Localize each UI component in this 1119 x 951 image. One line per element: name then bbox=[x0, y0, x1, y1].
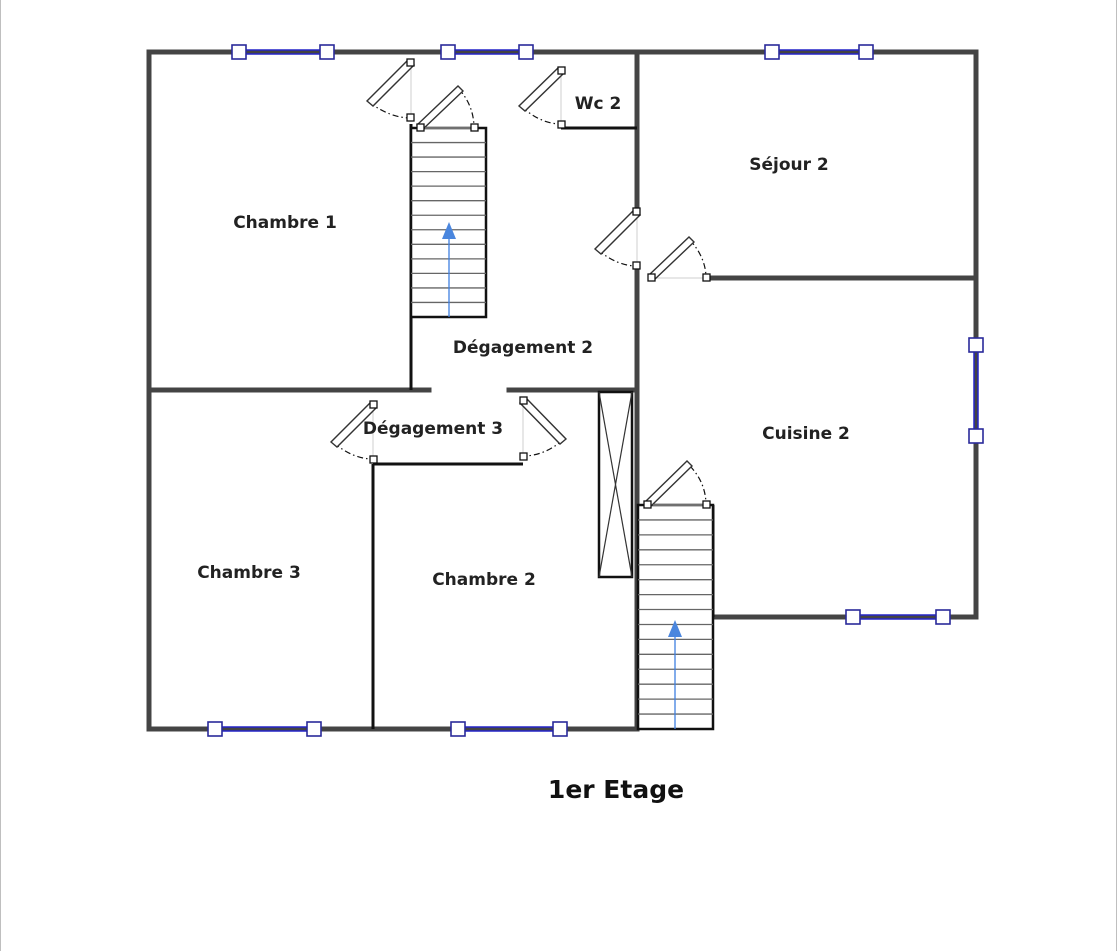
door-staircase-lower bbox=[643, 460, 711, 509]
window-top-sejour2 bbox=[764, 44, 874, 60]
room-label-chambre3: Chambre 3 bbox=[197, 563, 301, 583]
door-cuisine2-top bbox=[647, 236, 711, 282]
exterior-walls bbox=[146, 49, 979, 732]
door-wc2 bbox=[517, 66, 566, 129]
room-label-sejour2: Séjour 2 bbox=[749, 155, 829, 175]
door-chambre1 bbox=[365, 58, 416, 122]
floor-title: 1er Etage bbox=[548, 775, 684, 804]
window-bottom-chambre2 bbox=[450, 721, 568, 737]
room-labels: Chambre 1 Wc 2 Séjour 2 Dégagement 2 Dég… bbox=[197, 94, 850, 590]
staircase-upper bbox=[409, 126, 488, 319]
room-label-degagement3: Dégagement 3 bbox=[363, 419, 503, 439]
room-label-cuisine2: Cuisine 2 bbox=[762, 424, 850, 444]
door-sejour2 bbox=[593, 207, 642, 270]
door-chambre2 bbox=[518, 396, 568, 461]
window-top-degagement2 bbox=[440, 44, 534, 60]
room-label-chambre1: Chambre 1 bbox=[233, 213, 337, 233]
room-label-chambre2: Chambre 2 bbox=[432, 570, 536, 590]
room-label-wc2: Wc 2 bbox=[575, 94, 622, 114]
window-right-cuisine2 bbox=[968, 337, 984, 444]
duct-shaft bbox=[597, 390, 634, 579]
door-staircase-top bbox=[415, 85, 479, 132]
window-bottom-cuisine2 bbox=[845, 609, 951, 625]
windows bbox=[207, 44, 984, 737]
window-bottom-chambre3 bbox=[207, 721, 322, 737]
staircase-lower bbox=[636, 503, 715, 731]
door-chambre3 bbox=[329, 400, 378, 464]
window-top-chambre1 bbox=[231, 44, 335, 60]
interior-walls bbox=[146, 49, 979, 732]
room-label-degagement2: Dégagement 2 bbox=[453, 338, 593, 358]
doors bbox=[329, 58, 711, 509]
